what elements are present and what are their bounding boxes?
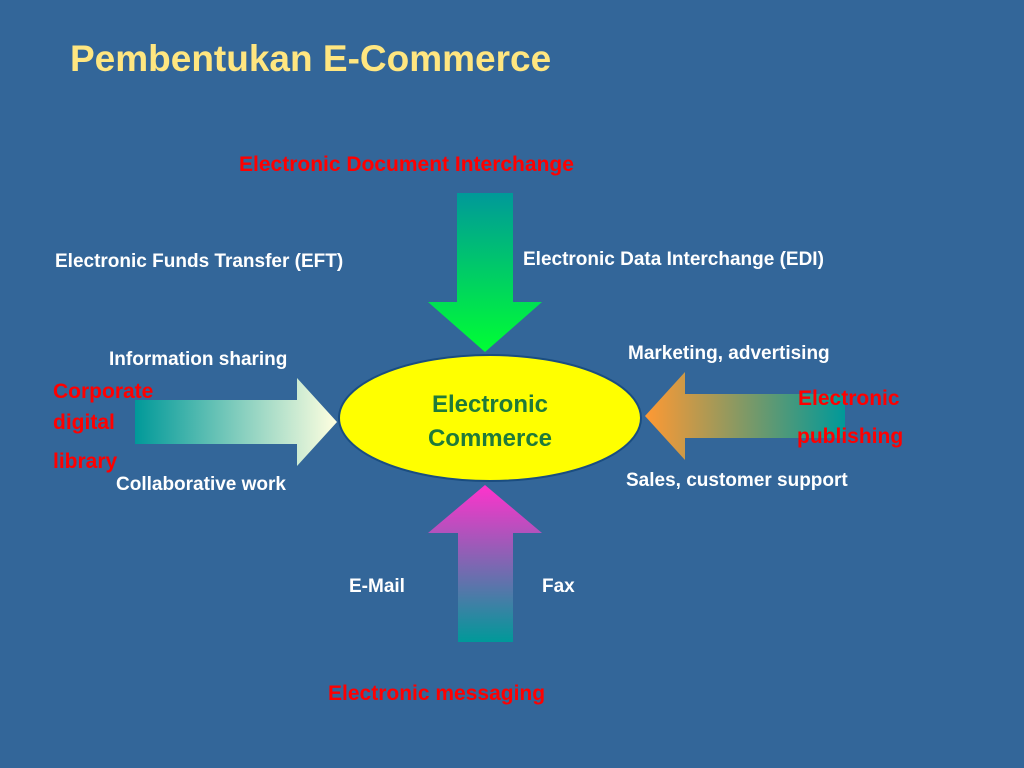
category-electronic-publishing-line1: Electronic	[798, 387, 900, 410]
arrow-top	[428, 193, 542, 352]
center-label: Electronic Commerce	[340, 388, 640, 455]
category-corporate-line3: library	[53, 450, 118, 473]
arrow-left	[135, 378, 337, 466]
category-corporate-line2: digital	[53, 411, 115, 434]
label-email: E-Mail	[349, 576, 405, 597]
center-ellipse	[338, 354, 642, 482]
label-fax: Fax	[542, 576, 575, 597]
arrow-bottom	[428, 485, 542, 642]
label-eft: Electronic Funds Transfer (EFT)	[55, 251, 344, 272]
category-corporate-line1: Corporate	[53, 380, 154, 403]
label-collaborative-work: Collaborative work	[116, 474, 286, 495]
center-label-line2: Commerce	[427, 424, 553, 452]
category-electronic-document-interchange: Electronic Document Interchange	[239, 153, 574, 176]
center-label-line1: Electronic	[431, 391, 549, 418]
category-electronic-messaging: Electronic messaging	[328, 682, 546, 705]
label-sales-customer-support: Sales, customer support	[626, 470, 848, 491]
label-marketing-advertising: Marketing, advertising	[628, 343, 830, 364]
category-electronic-publishing-line2: publishing	[797, 425, 904, 448]
label-edi: Electronic Data Interchange (EDI)	[523, 249, 824, 270]
arrow-right	[645, 372, 845, 460]
label-information-sharing: Information sharing	[109, 349, 288, 370]
slide-title: Pembentukan E-Commerce	[70, 38, 552, 79]
